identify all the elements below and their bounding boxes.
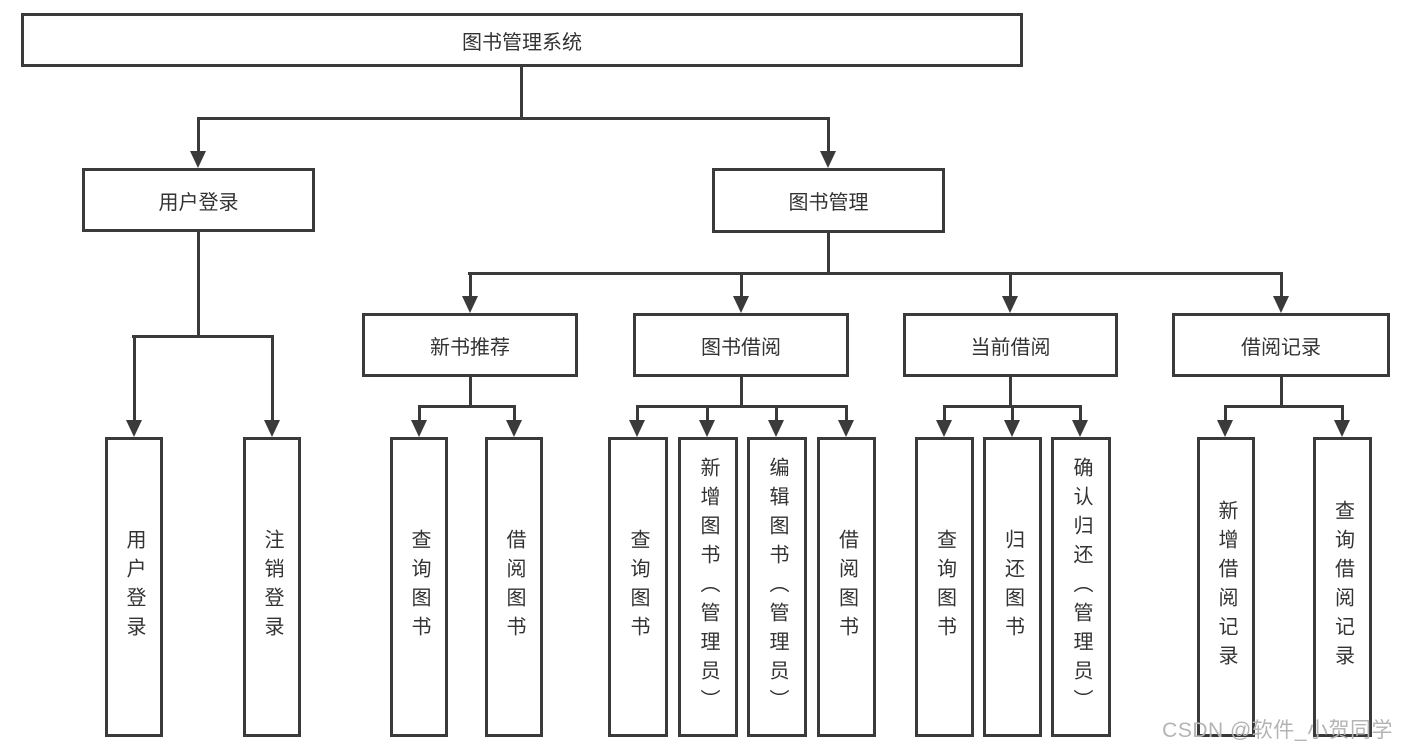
connector-line	[1224, 405, 1343, 408]
watermark: CSDN @软件_小贺同学	[1162, 719, 1393, 742]
connector-line	[943, 405, 946, 421]
leaf-query-books-current-label: 查询图书	[933, 529, 956, 645]
leaf-borrow-books-recommend: 借阅图书	[485, 437, 543, 737]
node-current-borrow: 当前借阅	[903, 313, 1118, 377]
connector-line	[197, 117, 200, 152]
connector-line	[636, 405, 639, 421]
leaf-user-login: 用户登录	[105, 437, 163, 737]
connector-line	[1224, 405, 1227, 421]
arrow-down	[264, 420, 280, 437]
arrow-down	[126, 420, 142, 437]
connector-line	[520, 67, 523, 119]
connector-line	[775, 405, 778, 421]
connector-line	[636, 405, 848, 408]
node-book-management: 图书管理	[712, 168, 945, 233]
leaf-edit-books-admin: 编辑图书（管理员）	[747, 437, 807, 737]
arrow-down	[1273, 296, 1289, 313]
arrow-down	[411, 420, 427, 437]
connector-line	[132, 335, 274, 338]
arrow-down	[1072, 420, 1088, 437]
connector-line	[740, 377, 743, 407]
node-user-login-label: 用户登录	[158, 191, 239, 214]
arrow-down	[1334, 420, 1350, 437]
arrow-down	[1217, 420, 1233, 437]
connector-line	[1011, 405, 1014, 421]
leaf-add-books-admin: 新增图书（管理员）	[678, 437, 738, 737]
connector-line	[418, 405, 516, 408]
connector-line	[827, 117, 830, 152]
arrow-down	[820, 151, 836, 168]
connector-line	[827, 233, 830, 274]
node-borrow-records: 借阅记录	[1172, 313, 1390, 377]
connector-line	[1079, 405, 1082, 421]
arrow-down	[699, 420, 715, 437]
leaf-return-books: 归还图书	[983, 437, 1042, 737]
leaf-confirm-return-admin: 确认归还（管理员）	[1051, 437, 1111, 737]
connector-line	[845, 405, 848, 421]
node-book-borrow: 图书借阅	[633, 313, 849, 377]
arrow-down	[1004, 420, 1020, 437]
leaf-query-books-borrow: 查询图书	[608, 437, 668, 737]
arrow-down	[768, 420, 784, 437]
leaf-logout-login-label: 注销登录	[261, 529, 283, 645]
arrow-down	[190, 151, 206, 168]
connector-line	[468, 272, 1283, 275]
leaf-borrow-books-label: 借阅图书	[835, 529, 858, 645]
arrow-down	[1002, 296, 1018, 313]
arrow-down	[838, 420, 854, 437]
connector-line	[469, 272, 472, 298]
connector-line	[133, 335, 136, 421]
node-new-book-recommend: 新书推荐	[362, 313, 578, 377]
connector-line	[1009, 377, 1012, 407]
arrow-down	[629, 420, 645, 437]
node-borrow-records-label: 借阅记录	[1241, 336, 1321, 359]
leaf-logout-login: 注销登录	[243, 437, 301, 737]
connector-line	[1280, 272, 1283, 298]
node-root: 图书管理系统	[21, 13, 1023, 67]
leaf-add-borrow-record: 新增借阅记录	[1197, 437, 1255, 737]
leaf-edit-books-admin-label: 编辑图书（管理员）	[766, 456, 788, 718]
node-book-borrow-label: 图书借阅	[701, 336, 781, 359]
arrow-down	[506, 420, 522, 437]
leaf-query-borrow-record-label: 查询借阅记录	[1331, 500, 1354, 674]
connector-line	[197, 117, 830, 120]
leaf-add-borrow-record-label: 新增借阅记录	[1215, 500, 1237, 674]
leaf-confirm-return-admin-label: 确认归还（管理员）	[1070, 456, 1092, 718]
leaf-borrow-books: 借阅图书	[817, 437, 876, 737]
connector-line	[1341, 405, 1344, 421]
node-root-label: 图书管理系统	[462, 31, 582, 54]
leaf-borrow-books-recommend-label: 借阅图书	[503, 529, 525, 645]
arrow-down	[462, 296, 478, 313]
leaf-query-books-borrow-label: 查询图书	[627, 529, 649, 645]
connector-line	[740, 272, 743, 298]
node-new-book-recommend-label: 新书推荐	[430, 336, 510, 359]
leaf-query-books-current: 查询图书	[915, 437, 974, 737]
connector-line	[706, 405, 709, 421]
connector-line	[197, 232, 200, 337]
arrow-down	[733, 296, 749, 313]
node-user-login: 用户登录	[82, 168, 315, 232]
arrow-down	[936, 420, 952, 437]
node-current-borrow-label: 当前借阅	[970, 336, 1051, 359]
leaf-query-borrow-record: 查询借阅记录	[1313, 437, 1372, 737]
connector-line	[1280, 377, 1283, 407]
connector-line	[271, 335, 274, 421]
connector-line	[418, 405, 421, 421]
leaf-add-books-admin-label: 新增图书（管理员）	[697, 456, 719, 718]
connector-line	[1009, 272, 1012, 298]
leaf-query-books-recommend: 查询图书	[390, 437, 448, 737]
leaf-return-books-label: 归还图书	[1001, 529, 1024, 645]
connector-line	[469, 377, 472, 407]
node-book-management-label: 图书管理	[788, 192, 869, 214]
connector-line	[513, 405, 516, 421]
leaf-user-login-label: 用户登录	[123, 529, 145, 645]
leaf-query-books-recommend-label: 查询图书	[408, 529, 430, 645]
